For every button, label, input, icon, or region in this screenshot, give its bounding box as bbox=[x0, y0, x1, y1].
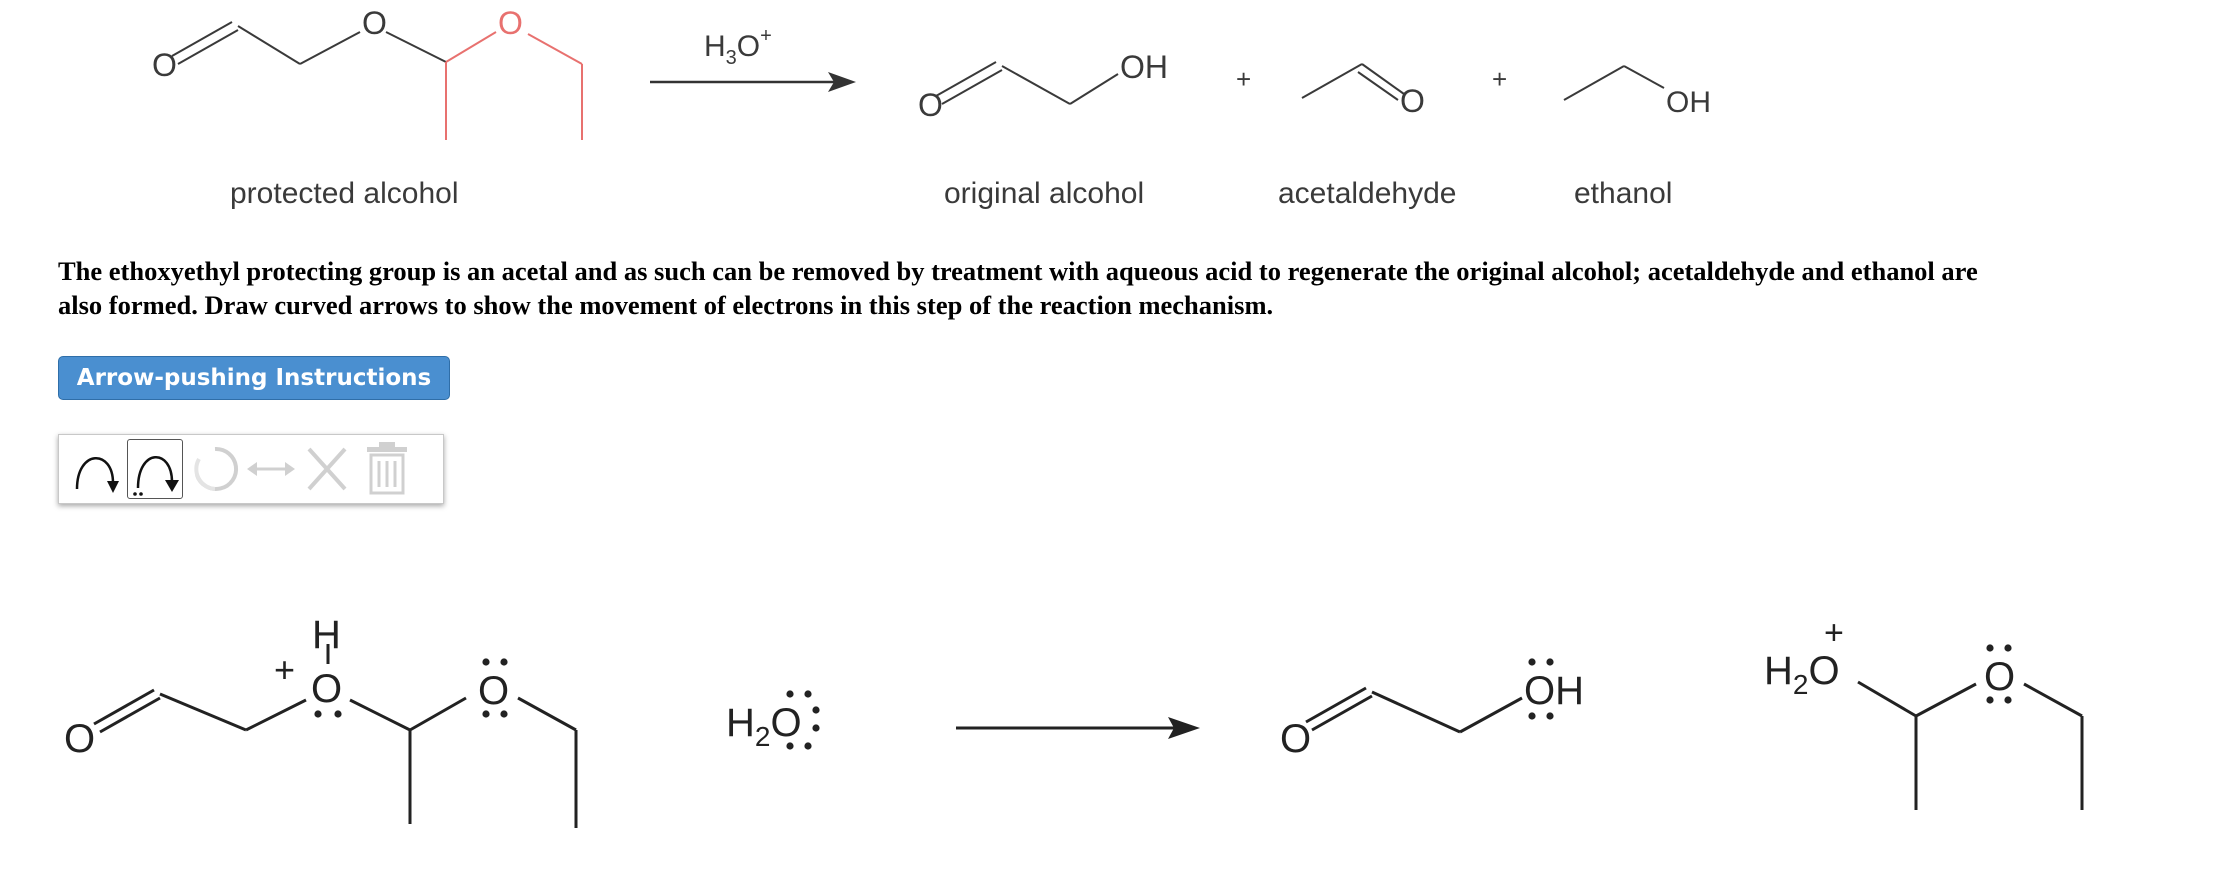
arrow-toolbar bbox=[58, 434, 444, 504]
atom-o-acetaldehyde: O bbox=[1400, 83, 1425, 119]
atom-h-proton: H bbox=[312, 613, 341, 657]
atom-o-carbonyl: O bbox=[152, 47, 177, 83]
atom-oh-orig: OH bbox=[1120, 49, 1168, 85]
delete-tool[interactable] bbox=[299, 439, 355, 499]
single-arrow-tool[interactable] bbox=[67, 439, 123, 499]
ethanol-structure bbox=[1563, 65, 1665, 101]
question-prompt: The ethoxyethyl protecting group is an a… bbox=[58, 254, 2218, 322]
reaction-arrow bbox=[650, 72, 856, 92]
acetaldehyde-label: acetaldehyde bbox=[1278, 177, 1457, 210]
double-barbed-arrow-icon bbox=[133, 456, 179, 496]
plus-sign-2: + bbox=[1492, 64, 1507, 94]
product-alcohol-structure bbox=[1305, 686, 1523, 734]
atom-o-acetal-1: O bbox=[362, 5, 387, 41]
trash-icon bbox=[367, 442, 407, 495]
original-alcohol-structure bbox=[935, 61, 1119, 105]
atom-h2o-plus: H2O bbox=[1764, 649, 1840, 700]
lone-pairs-water bbox=[786, 690, 820, 750]
atom-oh-product: OH bbox=[1524, 669, 1584, 713]
atom-o-mech-carbonyl: O bbox=[64, 717, 95, 761]
atom-oh-ethanol: OH bbox=[1666, 86, 1711, 119]
single-arrow-icon bbox=[75, 457, 119, 493]
mechanism-canvas[interactable]: O H + O O H2O O OH H2O + O bbox=[0, 600, 2218, 870]
formal-charge-plus: + bbox=[274, 649, 295, 690]
original-alcohol-label: original alcohol bbox=[944, 177, 1145, 210]
mechanism-arrow bbox=[956, 717, 1200, 739]
resonance-arrow-icon bbox=[247, 462, 295, 476]
lone-pair-protonated-o bbox=[314, 710, 342, 718]
trash-tool[interactable] bbox=[359, 439, 415, 499]
formal-charge-plus-2: + bbox=[1824, 614, 1844, 652]
reagent-label: H3O+ bbox=[704, 25, 772, 69]
atom-o-hemiacetal: O bbox=[1984, 655, 2015, 699]
lone-pairs-hemiacetal-o bbox=[1986, 644, 2012, 704]
double-barbed-arrow-tool[interactable] bbox=[127, 439, 183, 499]
plus-sign-1: + bbox=[1236, 64, 1251, 94]
arrow-pushing-instructions-button[interactable]: Arrow-pushing Instructions bbox=[58, 356, 450, 400]
atom-o-acetal-2: O bbox=[498, 5, 523, 41]
protected-alcohol-structure bbox=[171, 21, 583, 140]
prompt-line-2: also formed. Draw curved arrows to show … bbox=[58, 290, 1274, 320]
protonated-hemiacetal-structure bbox=[1857, 680, 2084, 810]
atom-o-protonated: O bbox=[311, 667, 342, 711]
lone-pairs-product-oh bbox=[1528, 658, 1554, 720]
ethanol-label: ethanol bbox=[1574, 177, 1673, 210]
protonated-acetal-structure bbox=[93, 644, 578, 828]
prompt-line-1: The ethoxyethyl protecting group is an a… bbox=[58, 256, 1978, 286]
acetaldehyde-structure bbox=[1301, 63, 1405, 101]
redo-icon bbox=[194, 446, 239, 491]
resonance-arrow-tool[interactable] bbox=[243, 439, 299, 499]
atom-o-orig-carbonyl: O bbox=[918, 87, 943, 123]
protected-alcohol-label: protected alcohol bbox=[230, 177, 459, 210]
lone-pairs-ether-o bbox=[482, 658, 508, 718]
redo-tool[interactable] bbox=[187, 439, 243, 499]
atom-o-ether: O bbox=[478, 669, 509, 713]
reaction-scheme: O O O H3O+ O OH + O + OH bbox=[152, 5, 1711, 140]
delete-icon bbox=[307, 447, 347, 491]
atom-o-product-carbonyl: O bbox=[1280, 717, 1311, 761]
